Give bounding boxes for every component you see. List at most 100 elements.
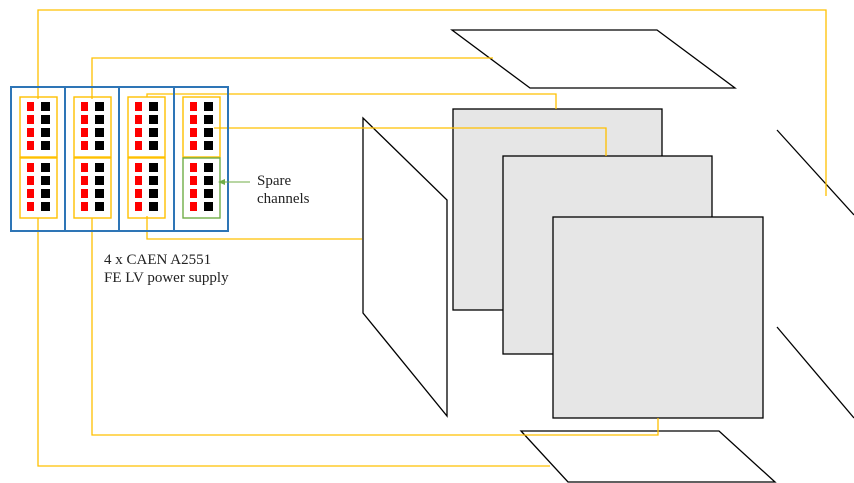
cable-module3-top bbox=[146, 93, 557, 109]
cable-module1-bottom bbox=[37, 218, 550, 467]
plug-red bbox=[81, 189, 88, 198]
plug-black bbox=[95, 128, 104, 137]
caen-module-3 bbox=[118, 86, 175, 232]
plug-red bbox=[135, 176, 142, 185]
plug-black bbox=[149, 176, 158, 185]
left-angled-plane bbox=[362, 116, 448, 418]
spare-label-line2: channels bbox=[257, 191, 310, 207]
spare-arrow-head bbox=[218, 179, 225, 185]
plug-black bbox=[95, 202, 104, 211]
spare-channel-group bbox=[182, 157, 221, 219]
power-supply-modules bbox=[10, 86, 229, 232]
plug-black bbox=[149, 202, 158, 211]
right-angled-plane bbox=[776, 129, 854, 216]
plug-red bbox=[27, 128, 34, 137]
power-supply-label: 4 x CAEN A2551 FE LV power supply bbox=[104, 251, 229, 287]
caen-module-2 bbox=[64, 86, 120, 232]
plug-red bbox=[135, 102, 142, 111]
plug-black bbox=[41, 141, 50, 150]
plug-black bbox=[95, 141, 104, 150]
plug-red bbox=[135, 141, 142, 150]
plug-black bbox=[95, 189, 104, 198]
plug-black bbox=[204, 202, 213, 211]
plug-red bbox=[27, 189, 34, 198]
plug-black bbox=[95, 176, 104, 185]
right-angled-plane-lower bbox=[776, 326, 854, 419]
channel-group bbox=[73, 96, 112, 158]
plug-red bbox=[190, 102, 197, 111]
plug-black bbox=[149, 102, 158, 111]
plug-red bbox=[135, 163, 142, 172]
plug-red bbox=[81, 163, 88, 172]
plug-red bbox=[27, 141, 34, 150]
cable-module1-top bbox=[37, 9, 827, 196]
top-flat-plane bbox=[450, 29, 737, 89]
channel-group bbox=[127, 157, 166, 219]
plug-red bbox=[27, 102, 34, 111]
plug-red bbox=[190, 163, 197, 172]
cable-module2-bottom bbox=[91, 218, 659, 436]
plug-black bbox=[149, 128, 158, 137]
plug-red bbox=[190, 128, 197, 137]
plug-red bbox=[81, 202, 88, 211]
plug-red bbox=[27, 115, 34, 124]
plug-black bbox=[41, 102, 50, 111]
plug-black bbox=[41, 189, 50, 198]
plug-black bbox=[204, 163, 213, 172]
plug-black bbox=[149, 141, 158, 150]
plug-black bbox=[41, 202, 50, 211]
plug-red bbox=[190, 189, 197, 198]
plug-red bbox=[81, 115, 88, 124]
plug-red bbox=[27, 163, 34, 172]
power-supply-label-line2: FE LV power supply bbox=[104, 270, 229, 286]
plug-red bbox=[81, 128, 88, 137]
plug-red bbox=[135, 202, 142, 211]
plug-red bbox=[135, 115, 142, 124]
plug-black bbox=[204, 141, 213, 150]
plug-black bbox=[95, 163, 104, 172]
caen-module-4 bbox=[173, 86, 229, 232]
plug-black bbox=[95, 115, 104, 124]
plug-black bbox=[204, 102, 213, 111]
channel-group bbox=[73, 157, 112, 219]
plug-black bbox=[41, 115, 50, 124]
spare-label: Spare channels bbox=[257, 172, 309, 208]
plug-black bbox=[95, 102, 104, 111]
plug-red bbox=[81, 141, 88, 150]
plug-black bbox=[149, 163, 158, 172]
plug-red bbox=[27, 176, 34, 185]
plug-red bbox=[81, 102, 88, 111]
spare-pointer bbox=[218, 179, 250, 185]
plug-red bbox=[190, 141, 197, 150]
plug-red bbox=[135, 128, 142, 137]
plug-black bbox=[204, 176, 213, 185]
plug-red bbox=[27, 202, 34, 211]
channel-group bbox=[19, 96, 58, 158]
module-frame bbox=[118, 86, 175, 232]
module-frame bbox=[173, 86, 229, 232]
spare-label-line1: Spare bbox=[257, 173, 292, 189]
plug-red bbox=[135, 189, 142, 198]
power-cables bbox=[37, 9, 827, 467]
plug-black bbox=[204, 128, 213, 137]
plug-red bbox=[190, 176, 197, 185]
tracking-plane-3 bbox=[552, 216, 764, 419]
cable-module3-bottom bbox=[146, 216, 362, 240]
channel-group bbox=[127, 96, 166, 158]
channel-group bbox=[182, 96, 221, 158]
cable-module4-top bbox=[214, 127, 607, 156]
plug-red bbox=[190, 115, 197, 124]
plug-black bbox=[204, 115, 213, 124]
plug-black bbox=[41, 163, 50, 172]
cable-module2-top bbox=[91, 57, 493, 99]
channel-group bbox=[19, 157, 58, 219]
plug-black bbox=[204, 189, 213, 198]
plug-red bbox=[81, 176, 88, 185]
plug-black bbox=[149, 189, 158, 198]
caen-module-1 bbox=[10, 86, 66, 232]
plug-red bbox=[190, 202, 197, 211]
plug-black bbox=[41, 176, 50, 185]
detector-planes bbox=[362, 29, 854, 483]
plug-black bbox=[41, 128, 50, 137]
